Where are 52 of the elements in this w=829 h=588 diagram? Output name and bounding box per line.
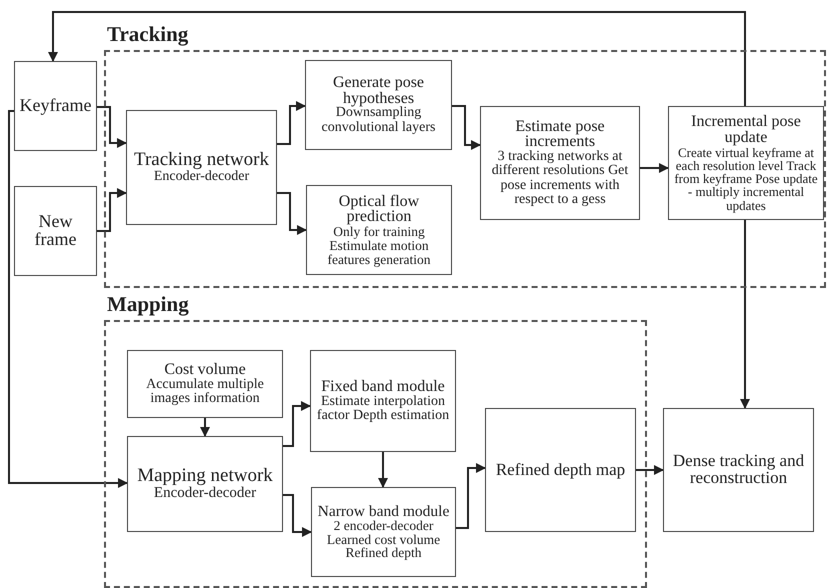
arrow bbox=[452, 105, 481, 150]
box-description: Accumulate multiple images information bbox=[145, 378, 265, 406]
box-description: 2 encoder-decoder Learned cost volume Refined depth bbox=[326, 518, 442, 560]
process-box bbox=[127, 350, 283, 418]
process-box bbox=[305, 60, 452, 150]
box-title: Mapping network bbox=[137, 467, 273, 486]
arrow bbox=[740, 220, 750, 409]
process-box bbox=[663, 408, 814, 532]
arrow bbox=[8, 110, 128, 488]
process-box bbox=[311, 487, 456, 577]
process-box bbox=[14, 61, 97, 151]
arrow bbox=[200, 418, 210, 437]
process-box bbox=[127, 436, 283, 532]
process-box bbox=[14, 186, 97, 276]
box-description: Encoder-decoder bbox=[154, 170, 250, 184]
process-box bbox=[480, 106, 640, 220]
arrow bbox=[97, 188, 127, 232]
box-title: Optical flow prediction bbox=[338, 194, 420, 226]
group-heading: Tracking bbox=[107, 22, 188, 46]
process-box bbox=[306, 185, 452, 275]
arrow bbox=[636, 465, 664, 475]
box-description: 3 tracking networks at different resolutions Get pose increments with respect to a gess bbox=[490, 150, 630, 208]
arrow bbox=[283, 401, 311, 447]
box-description: Downsampling convolutional layers bbox=[320, 106, 436, 135]
box-description: Encoder-decoder bbox=[154, 486, 256, 501]
box-title: New frame bbox=[34, 213, 78, 249]
box-description: Create virtual keyframe at each resolution level Track from keyframe Pose update - multiply incremental updates bbox=[673, 146, 819, 212]
box-title: Cost volume bbox=[164, 362, 246, 378]
box-description: Only for training Estimulate motion features generation bbox=[326, 225, 432, 266]
box-title: Tracking network bbox=[134, 151, 269, 170]
arrow bbox=[378, 452, 388, 488]
process-box bbox=[668, 106, 824, 220]
box-description: Estimate interpolation factor Depth estimation bbox=[316, 394, 450, 424]
arrow bbox=[456, 463, 486, 529]
box-title: Refined depth map bbox=[496, 462, 626, 478]
arrow bbox=[97, 106, 127, 148]
box-title: Dense tracking and reconstruction bbox=[672, 453, 806, 487]
box-title: Keyframe bbox=[20, 97, 92, 115]
box-title: Generate pose hypotheses bbox=[332, 75, 426, 106]
process-box bbox=[310, 350, 456, 452]
arrow bbox=[277, 101, 306, 145]
box-title: Fixed band module bbox=[321, 378, 445, 395]
arrow bbox=[640, 163, 669, 173]
arrow bbox=[283, 494, 312, 537]
process-box bbox=[126, 110, 277, 225]
box-title: Estimate pose increments bbox=[515, 118, 605, 150]
arrow bbox=[277, 192, 307, 235]
box-title: Incremental pose update bbox=[690, 114, 802, 146]
arrow bbox=[48, 11, 746, 106]
box-title: Narrow band module bbox=[318, 504, 450, 519]
group-heading: Mapping bbox=[107, 292, 189, 316]
process-box bbox=[485, 408, 636, 532]
